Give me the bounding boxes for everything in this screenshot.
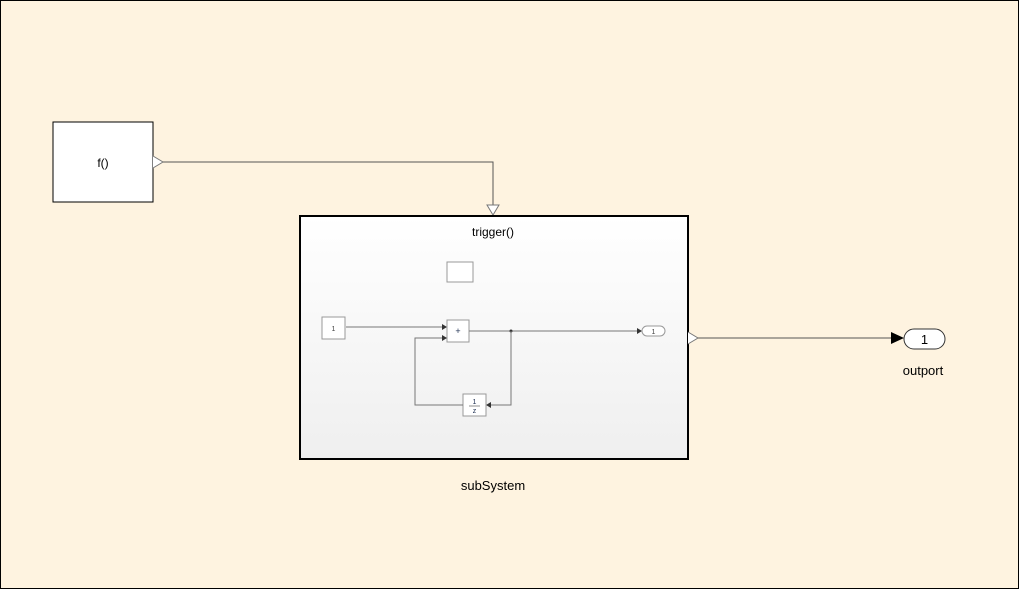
- subsystem-block[interactable]: trigger() 1 + 1 1 z: [299, 215, 699, 460]
- delay-numerator: 1: [473, 399, 477, 406]
- function-block-label: f(): [97, 156, 108, 170]
- arrowhead-icon: [891, 332, 904, 344]
- trigger-signal-line[interactable]: [163, 161, 494, 205]
- outport-number: 1: [921, 332, 928, 347]
- trigger-block-thumbnail: [446, 261, 474, 283]
- trigger-port-icon: [486, 204, 500, 216]
- inner-outport-block: [641, 325, 666, 337]
- delay-denominator: z: [473, 408, 477, 415]
- inner-constant-label: 1: [332, 326, 336, 333]
- outport-block[interactable]: 1: [903, 328, 946, 350]
- outport-name: outport: [903, 363, 944, 378]
- inner-sum-label: +: [455, 326, 460, 336]
- trigger-label: trigger(): [472, 225, 514, 239]
- subsystem-name: subSystem: [461, 478, 525, 493]
- function-call-block[interactable]: f(): [52, 121, 164, 203]
- inner-outport-label: 1: [652, 329, 656, 336]
- inner-constant-block: [321, 316, 346, 340]
